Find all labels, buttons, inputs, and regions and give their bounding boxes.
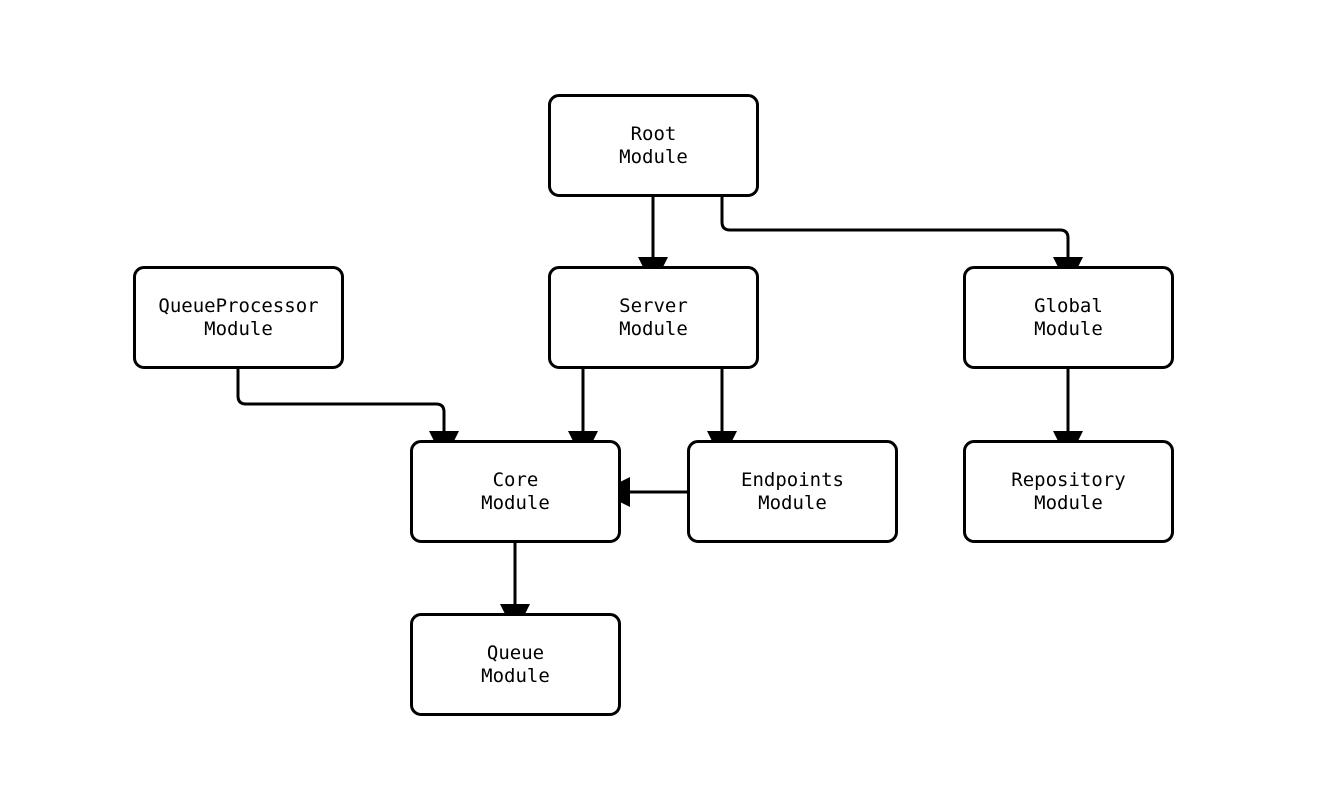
node-core-module[interactable]: Core Module (410, 440, 621, 543)
node-title: Queue (486, 641, 545, 664)
node-server-module[interactable]: Server Module (548, 266, 759, 369)
node-title: Core (492, 468, 539, 491)
node-repository-module[interactable]: Repository Module (963, 440, 1174, 543)
node-subtitle: Module (481, 664, 550, 687)
node-title: Global (1034, 294, 1103, 317)
node-global-module[interactable]: Global Module (963, 266, 1174, 369)
edge-queueprocessor-to-core (236, 369, 459, 461)
node-endpoints-module[interactable]: Endpoints Module (687, 440, 898, 543)
node-title: Root (630, 122, 677, 145)
node-title: Repository (1011, 468, 1126, 491)
node-subtitle: Module (1034, 317, 1103, 340)
node-subtitle: Module (619, 145, 688, 168)
node-queue-module[interactable]: Queue Module (410, 613, 621, 716)
node-subtitle: Module (204, 317, 273, 340)
node-title: QueueProcessor (158, 294, 319, 317)
node-subtitle: Module (1034, 491, 1103, 514)
node-subtitle: Module (481, 491, 550, 514)
node-root-module[interactable]: Root Module (548, 94, 759, 197)
node-title: Server (619, 294, 688, 317)
node-subtitle: Module (619, 317, 688, 340)
node-queueprocessor-module[interactable]: QueueProcessor Module (133, 266, 344, 369)
edge-root-to-global (720, 197, 1083, 287)
node-subtitle: Module (758, 491, 827, 514)
node-title: Endpoints (741, 468, 844, 491)
